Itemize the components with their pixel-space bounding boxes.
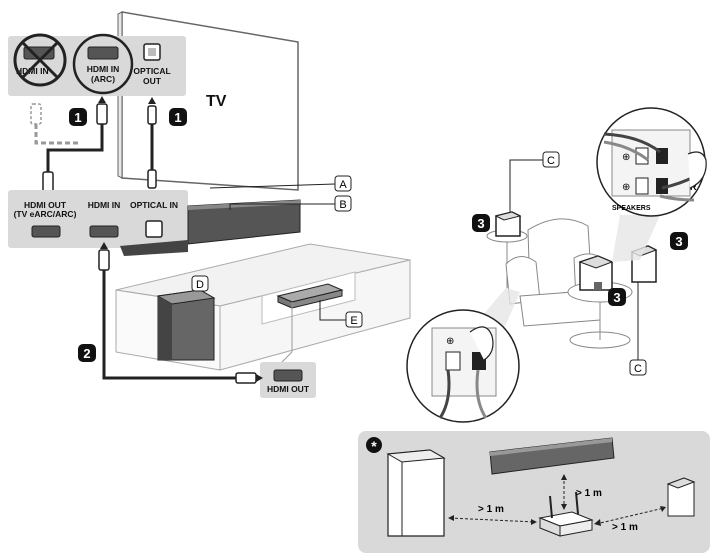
distance-label-left: > 1 m xyxy=(478,504,504,515)
callout-d: D xyxy=(191,275,209,292)
sb-hdmi-out-label: HDMI OUT xyxy=(24,200,67,210)
rear-speaker-left xyxy=(494,211,522,237)
svg-text:3: 3 xyxy=(675,234,682,249)
asterisk-label: * xyxy=(371,438,377,454)
terminal-speakers-label: SPEAKERS xyxy=(612,205,651,212)
terminal-left-plus: ⊕ xyxy=(622,152,630,163)
hdmi-arc-cable xyxy=(42,96,108,200)
sb-optical-in-label: OPTICAL IN xyxy=(130,200,178,210)
callout-c-bottom: C xyxy=(629,282,647,376)
svg-text:1: 1 xyxy=(74,110,81,125)
svg-text:A: A xyxy=(339,179,347,191)
subwoofer xyxy=(156,289,216,361)
source-hdmi-out-label: HDMI OUT xyxy=(267,384,310,394)
tv-hdmi-arc-label: HDMI IN xyxy=(87,64,120,74)
step-3-badge-center: 3 xyxy=(608,288,626,306)
svg-text:1: 1 xyxy=(174,110,181,125)
hdmi-source-cable xyxy=(98,242,263,384)
tv-optical-out-port: OPTICAL OUT xyxy=(133,43,171,86)
tv-label: TV xyxy=(206,93,227,110)
note-soundbar xyxy=(489,437,615,475)
svg-text:D: D xyxy=(196,279,204,291)
source-hdmi-out-port xyxy=(273,369,303,382)
tv-hdmi-arc-sub-label: (ARC) xyxy=(91,74,115,84)
step-3-badge-left: 3 xyxy=(472,214,490,232)
step-3-badge-right: 3 xyxy=(670,232,688,250)
svg-text:2: 2 xyxy=(83,346,90,361)
svg-text:C: C xyxy=(547,155,555,167)
tv-hdmi-arc-port: HDMI IN (ARC) xyxy=(72,33,134,95)
sb-hdmi-in-port xyxy=(89,225,119,238)
sb-hdmi-out-sub-label: (TV eARC/ARC) xyxy=(14,209,77,219)
tv-optical-out-sub-label: OUT xyxy=(143,76,162,86)
speaker-back-zoom: ⊕ xyxy=(406,309,520,423)
distance-router-speaker: > 1 m xyxy=(594,506,666,533)
tv-hdmi-in-label: HDMI IN xyxy=(16,66,49,76)
distance-bar-router: > 1 m xyxy=(561,474,602,510)
terminal-right-plus: ⊕ xyxy=(622,182,630,193)
asterisk-icon xyxy=(366,437,382,453)
room-scene: C C 3 3 3 xyxy=(470,151,688,376)
callout-b: B xyxy=(229,195,352,212)
distance-label-top: > 1 m xyxy=(576,488,602,499)
prohibited-icon xyxy=(13,33,67,87)
terminal-right-label: R xyxy=(690,182,697,192)
callout-a: A xyxy=(209,175,352,192)
tv-optical-out-label: OPTICAL xyxy=(133,66,170,76)
placement-note-box: * > 1 m xyxy=(358,431,710,553)
callout-c-top: C xyxy=(509,151,560,212)
svg-text:E: E xyxy=(350,315,357,327)
note-rear-speaker xyxy=(666,477,696,517)
rear-speaker-right xyxy=(578,255,614,291)
callout-e: E xyxy=(319,300,363,328)
router-icon xyxy=(538,491,594,537)
svg-text:C: C xyxy=(634,363,642,375)
unused-hdmi-cable-dashed xyxy=(30,103,78,145)
svg-text:3: 3 xyxy=(613,290,620,305)
sb-hdmi-out-port xyxy=(31,225,61,238)
speaker-back-plus: ⊕ xyxy=(446,336,454,347)
svg-text:3: 3 xyxy=(477,216,484,231)
step-1-badge-left: 1 xyxy=(69,108,87,126)
sb-optical-in-port xyxy=(145,220,163,238)
svg-text:B: B xyxy=(339,199,346,211)
sb-hdmi-in-label: HDMI IN xyxy=(88,200,121,210)
source-hdmi-out-panel: HDMI OUT xyxy=(260,362,316,398)
distance-sub-router: > 1 m xyxy=(448,504,537,525)
note-subwoofer xyxy=(386,449,446,537)
soundbar-port-panel: HDMI OUT (TV eARC/ARC) HDMI IN OPTICAL I… xyxy=(8,190,188,248)
step-2-badge: 2 xyxy=(78,344,96,362)
soundbar xyxy=(120,199,301,256)
speaker-terminal-zoom: ⊕ L ⊕ R SPEAKERS xyxy=(596,107,707,217)
tv-hdmi-in-port: HDMI IN xyxy=(13,33,67,87)
tv-port-panel: HDMI IN HDMI IN (ARC) OPTICAL OUT xyxy=(8,33,186,96)
source-device xyxy=(276,283,344,309)
step-1-badge-right: 1 xyxy=(169,108,187,126)
distance-label-right: > 1 m xyxy=(612,522,638,533)
